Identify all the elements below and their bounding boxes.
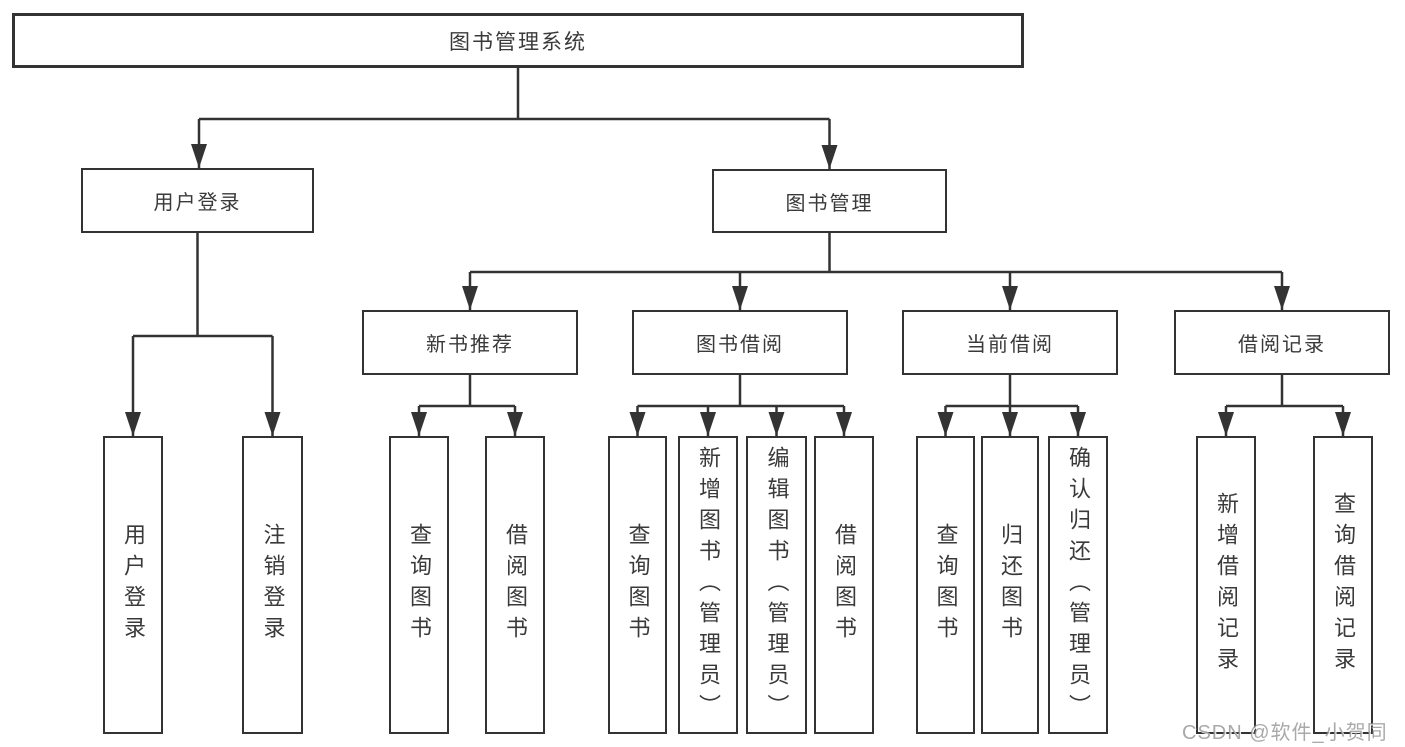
leaf-query-books-borrowing: 查询图书 [608, 436, 667, 734]
node-user-login: 用户登录 [81, 168, 314, 233]
leaf-add-book-admin: 新增图书（管理员） [678, 436, 738, 734]
csdn-watermark: CSDN @软件_小贺同学 [1182, 722, 1388, 744]
leaf-return-book: 归还图书 [981, 436, 1039, 734]
node-current-borrowing: 当前借阅 [902, 310, 1118, 375]
leaf-edit-book-admin: 编辑图书（管理员） [746, 436, 807, 734]
leaf-borrow-books-borrowing: 借阅图书 [814, 436, 874, 734]
node-book-management: 图书管理 [712, 169, 947, 233]
node-borrowing-records: 借阅记录 [1174, 310, 1390, 375]
leaf-logout: 注销登录 [242, 436, 303, 734]
leaf-user-login: 用户登录 [103, 436, 163, 734]
leaf-confirm-return-admin: 确认归还（管理员） [1048, 436, 1108, 734]
node-new-book-recommend: 新书推荐 [362, 310, 578, 375]
leaf-add-borrow-record: 新增借阅记录 [1196, 436, 1256, 734]
node-root-library-system: 图书管理系统 [12, 13, 1024, 68]
leaf-query-borrow-record: 查询借阅记录 [1313, 436, 1373, 734]
leaf-query-books-recommend: 查询图书 [389, 436, 449, 734]
node-book-borrowing: 图书借阅 [632, 310, 848, 375]
leaf-query-books-current: 查询图书 [916, 436, 975, 734]
leaf-borrow-books-recommend: 借阅图书 [485, 436, 545, 734]
